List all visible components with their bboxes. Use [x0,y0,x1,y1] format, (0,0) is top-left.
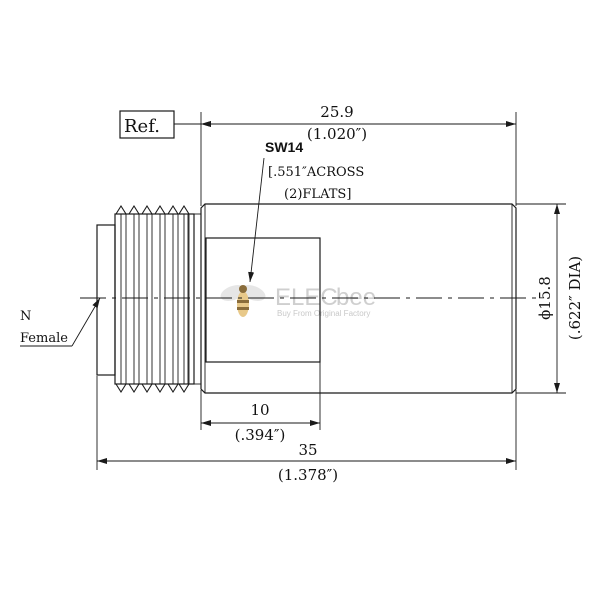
dim-diameter: ϕ15.8 (.622″ DIA) [536,204,584,393]
ref-box [119,110,175,139]
sw-title: SW14 [265,139,303,155]
dim-body-length-mm: 25.9 [320,103,353,121]
thread-ridges [115,204,190,394]
threaded-head [96,204,202,394]
thread-ridge-bottom [115,383,127,394]
connector-label-line-2: Female [20,331,68,346]
wrench-flat [205,237,321,363]
connector-label-line-1: N [20,309,31,324]
sw-line-1: [.551″ACROSS [268,165,364,180]
dim-overall-length-in: (1.378″) [278,466,338,484]
dim-overall-length-mm: 35 [298,441,317,459]
dim-overall-length: 35 (1.378″) [97,441,516,484]
thread-ridge-top [167,204,179,215]
thread-ridge-top [128,204,140,215]
watermark-tagline: Buy From Original Factory [277,309,370,318]
sw-line-2: (2)FLATS] [284,187,351,202]
watermark: ELEC bee Buy From Original Factory [220,284,376,318]
thread-ridge-bottom [128,383,140,394]
watermark-brand-left: ELEC [275,284,338,311]
watermark-brand-right: bee [336,284,376,311]
dim-wrench-length-mm: 10 [250,401,269,419]
thread-ridge-bottom [154,383,166,394]
thread-ridge-top [178,204,190,215]
wrench-flats-callout: SW14 [.551″ACROSS (2)FLATS] [248,139,364,283]
connector-type-callout: N Female [20,297,101,347]
dim-body-length-in: (1.020″) [307,125,367,143]
dim-wrench-length-in: (.394″) [235,426,286,444]
thread-ridge-top [115,204,127,215]
dim-wrench-length: 10 (.394″) [201,401,320,444]
bee-icon [220,285,266,317]
thread-ridge-top [154,204,166,215]
thread-ridge-bottom [178,383,190,394]
ref-label: Ref. [124,116,160,137]
dim-body-length: 25.9 (1.020″) [174,103,516,143]
thread-ridge-top [141,204,153,215]
dim-diameter-in: (.622″ DIA) [566,256,584,340]
dim-diameter-mm: ϕ15.8 [536,276,554,320]
thread-ridge-bottom [141,383,153,394]
thread-ridge-bottom [167,383,179,394]
